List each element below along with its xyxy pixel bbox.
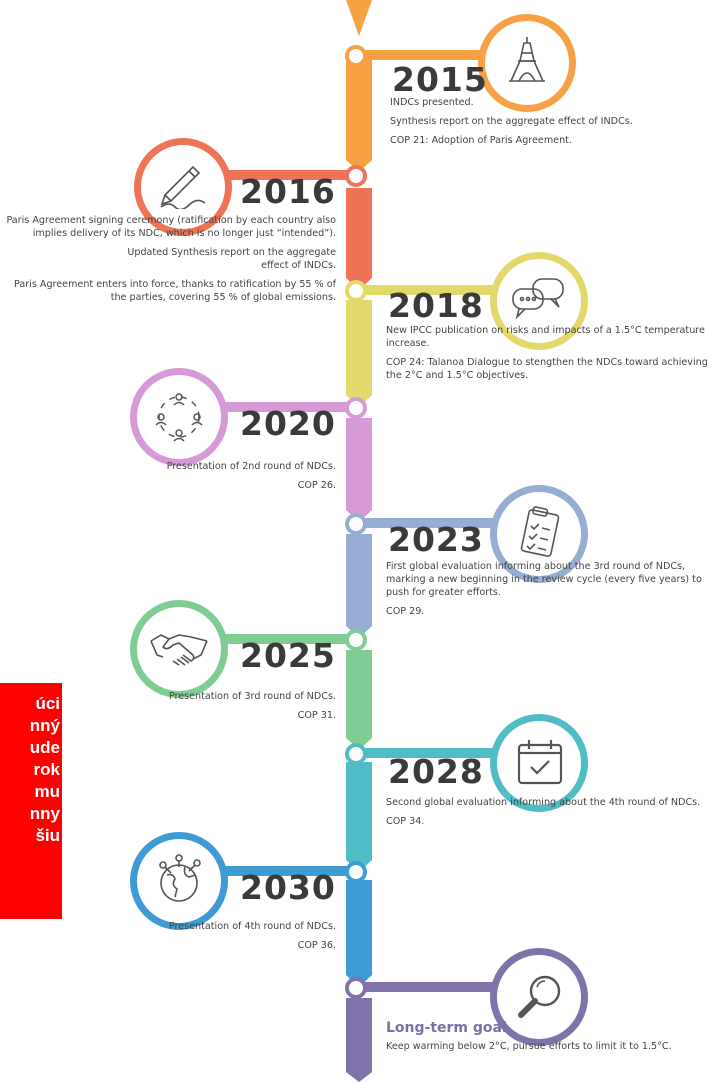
year-label-2018: 2018: [388, 286, 484, 325]
description-line: COP 26.: [297, 480, 336, 491]
description-line: COP 24: Talanoa Dialogue to stengthen th…: [386, 357, 708, 381]
pen-signature-icon: [155, 161, 211, 209]
description-line: Synthesis report on the aggregate effect…: [390, 116, 633, 127]
timeline-segment-2020: [346, 418, 372, 510]
timeline-end-chevron: [346, 1072, 372, 1082]
timeline-segment-2016: [346, 188, 372, 278]
description-2023: First global evaluation informing about …: [386, 560, 706, 618]
description-line: First global evaluation informing about …: [386, 561, 702, 598]
timeline-segment-2028: [346, 762, 372, 860]
description-2015: INDCs presented. Synthesis report on the…: [390, 96, 720, 147]
description-line: Updated Synthesis report on the aggregat…: [127, 247, 336, 271]
timeline-segment-2030: [346, 880, 372, 975]
overlay-line: ude: [29, 738, 60, 757]
description-line: COP 36.: [297, 940, 336, 951]
year-label-2016: 2016: [240, 172, 336, 211]
timeline-node-2020: [345, 397, 367, 419]
description-line: Presentation of 4th round of NDCs.: [168, 921, 336, 932]
icon-bubble-2018: [490, 252, 588, 350]
icon-bubble-2025: [130, 600, 228, 698]
description-line: New IPCC publication on risks and impact…: [386, 325, 705, 349]
overlay-line: nný: [29, 716, 60, 735]
icon-bubble-2023: [490, 485, 588, 583]
year-label-2028: 2028: [388, 752, 484, 791]
timeline-node-2018: [345, 280, 367, 302]
timeline-segment-2015: [346, 60, 372, 160]
description-line: Paris Agreement signing ceremony (ratifi…: [6, 215, 336, 239]
timeline-segment-goal: [346, 998, 372, 1072]
overlay-line: úci: [35, 694, 60, 713]
people-circle-icon: [151, 389, 207, 445]
timeline-node-2028: [345, 743, 367, 765]
description-line: Paris Agreement enters into force, thank…: [14, 279, 336, 303]
description-2028: Second global evaluation informing about…: [386, 796, 706, 828]
goal-title: Long-term goal: [386, 1020, 507, 1036]
clipboard-checklist-icon: [517, 504, 563, 560]
red-overlay-textbox: úci nný ude rok mu nny šiu: [0, 683, 62, 919]
year-label-2023: 2023: [388, 520, 484, 559]
connector-2020: [215, 402, 360, 412]
icon-bubble-2030: [130, 832, 228, 930]
icon-bubble-2016: [134, 138, 232, 236]
timeline-segment-2025: [346, 650, 372, 738]
connector-2015: [355, 50, 485, 60]
description-line: INDCs presented.: [390, 97, 474, 108]
description-line: Presentation of 2nd round of NDCs.: [166, 461, 336, 472]
timeline-node-2030: [345, 861, 367, 883]
connector-2018: [355, 285, 495, 295]
year-label-2020: 2020: [240, 404, 336, 443]
overlay-line: šiu: [35, 826, 60, 845]
icon-bubble-2020: [130, 368, 228, 466]
overlay-line: nny: [29, 804, 60, 823]
description-2030: Presentation of 4th round of NDCs. COP 3…: [6, 920, 336, 952]
timeline-segment-2018: [346, 300, 372, 395]
connector-2023: [355, 518, 495, 528]
connector-2028: [355, 748, 495, 758]
connector-2016: [215, 170, 360, 180]
icon-bubble-2015: [478, 14, 576, 112]
calendar-check-icon: [515, 737, 565, 787]
timeline-start-chevron: [346, 0, 372, 36]
globe-network-icon: [151, 853, 207, 909]
timeline-node-2025: [345, 629, 367, 651]
overlay-line: mu: [34, 782, 61, 801]
description-line: Second global evaluation informing about…: [386, 797, 701, 808]
connector-2030: [215, 866, 360, 876]
handshake-icon: [149, 627, 209, 671]
description-line: COP 29.: [386, 606, 425, 617]
description-line: COP 31.: [297, 710, 336, 721]
year-label-2025: 2025: [240, 636, 336, 675]
description-line: COP 34.: [386, 816, 425, 827]
timeline-segment-2023: [346, 534, 372, 626]
description-2020: Presentation of 2nd round of NDCs. COP 2…: [6, 460, 336, 492]
description-line: COP 21: Adoption of Paris Agreement.: [390, 135, 572, 146]
goal-description: Keep warming below 2°C, pursue efforts t…: [386, 1041, 672, 1052]
timeline-node-2015: [345, 45, 367, 67]
timeline-node-goal: [345, 977, 367, 999]
connector-goal: [355, 982, 495, 992]
icon-bubble-goal: [490, 948, 588, 1046]
speech-bubbles-icon: [509, 275, 569, 323]
year-label-2015: 2015: [392, 60, 488, 99]
description-2018: New IPCC publication on risks and impact…: [386, 324, 716, 382]
overlay-line: rok: [33, 760, 60, 779]
magnifier-icon: [513, 969, 567, 1023]
timeline-node-2023: [345, 513, 367, 535]
icon-bubble-2028: [490, 714, 588, 812]
year-label-2030: 2030: [240, 868, 336, 907]
eiffel-tower-icon: [505, 35, 549, 85]
description-line: Presentation of 3rd round of NDCs.: [168, 691, 336, 702]
description-2016: Paris Agreement signing ceremony (ratifi…: [6, 214, 336, 304]
timeline-node-2016: [345, 165, 367, 187]
connector-2025: [215, 634, 360, 644]
description-2025: Presentation of 3rd round of NDCs. COP 3…: [6, 690, 336, 722]
